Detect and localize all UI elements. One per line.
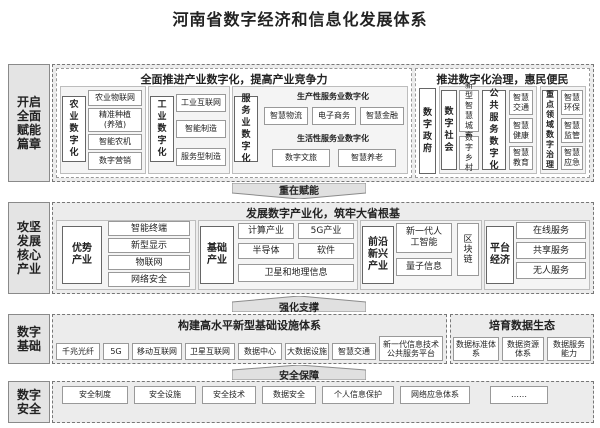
digital-government: 数字政府 [419, 88, 436, 174]
mobile-internet: 移动互联网 [132, 343, 182, 360]
data-service-capability: 数据服务能力 [547, 337, 591, 361]
industrial-internet: 工业互联网 [176, 94, 226, 112]
smart-environment: 智慧环保 [561, 90, 583, 115]
smart-terminal: 智能终端 [108, 221, 190, 236]
industry-digitalization: 工业数字化 [150, 96, 174, 162]
governance-heading: 推进数字化治理，惠民便民 [436, 73, 569, 86]
services-digitalization: 服务业数字化 [234, 94, 258, 164]
smart-transport-infra: 智慧交通 [332, 343, 376, 360]
digital-society: 数字社会 [441, 90, 457, 170]
data-ecosystem-heading: 培育数据生态 [489, 319, 555, 332]
5g-industry: 5G产业 [298, 223, 354, 239]
personal-info-protection: 个人信息保护 [322, 386, 394, 404]
public-services-digitalization: 公共服务数字化 [482, 89, 506, 171]
key-areas-governance: 重点领域数字治理 [542, 90, 558, 170]
frontier-emerging-industry: 前沿新兴产业 [362, 226, 394, 284]
shared-services: 共享服务 [516, 242, 586, 259]
layer-label-core-industry: 攻坚发展核心产业 [8, 202, 50, 294]
service-manufacturing: 服务型制造 [176, 148, 226, 166]
network-emergency-system: 网络应急体系 [400, 386, 470, 404]
quantum-information: 量子信息 [396, 258, 452, 276]
internet-of-things: 物联网 [108, 255, 190, 270]
data-security: 数据安全 [262, 386, 316, 404]
network-security: 网络安全 [108, 272, 190, 287]
smart-manufacturing: 智能制造 [176, 120, 226, 138]
security-technology: 安全技术 [202, 386, 256, 404]
smart-emergency: 智慧应急 [561, 146, 583, 170]
infrastructure-heading: 构建高水平新型基础设施体系 [178, 319, 321, 332]
security-system: 安全制度 [62, 386, 128, 404]
next-gen-ai: 新一代人工智能 [396, 223, 452, 253]
arrow-strengthen-support: 强化支撑 [232, 296, 366, 314]
big-data-facilities: 大数据设施 [285, 343, 329, 360]
digital-village: 数字乡村 [459, 133, 479, 172]
data-resource-system: 数据资源体系 [502, 337, 544, 361]
layer-label-digital-security: 数字安全 [8, 381, 50, 423]
smart-finance: 智慧金融 [360, 107, 404, 125]
advantage-industry: 优势产业 [62, 226, 102, 284]
smart-elderly-care: 智慧养老 [338, 149, 396, 167]
core-industry-heading: 发展数字产业化，筑牢大省根基 [246, 207, 400, 220]
smart-transport: 智慧交通 [509, 90, 533, 115]
agriculture-digitalization: 农业数字化 [62, 96, 86, 162]
satellite-internet: 卫星互联网 [185, 343, 235, 360]
new-smart-city: 新型智慧城市 [459, 81, 479, 140]
platform-economy: 平台经济 [486, 226, 514, 284]
more-ellipsis: …… [490, 386, 548, 404]
industry-digitalization-heading: 全面推进产业数字化，提高产业竞争力 [140, 73, 328, 86]
layer-label-digital-foundation: 数字基础 [8, 314, 50, 364]
agri-digital-marketing: 数字营销 [88, 152, 142, 170]
smart-supervision: 智慧监管 [561, 118, 583, 143]
productive-services-title: 生产性服务业数字化 [297, 92, 369, 101]
smart-logistics: 智慧物流 [264, 107, 308, 125]
software: 软件 [298, 243, 354, 259]
e-commerce: 电子商务 [312, 107, 356, 125]
page-title: 河南省数字经济和信息化发展体系 [172, 10, 428, 29]
data-center: 数据中心 [238, 343, 282, 360]
blockchain: 区块链 [457, 223, 479, 276]
smart-education: 智慧教育 [509, 146, 533, 170]
online-services: 在线服务 [516, 222, 586, 239]
consumer-services-title: 生活性服务业数字化 [297, 134, 369, 143]
new-display: 新型显示 [108, 238, 190, 253]
agri-smart-machinery: 智能农机 [88, 134, 142, 150]
computing-industry: 计算产业 [238, 223, 294, 239]
semiconductor: 半导体 [238, 243, 294, 259]
satellite-geoinformation: 卫星和地理信息 [238, 264, 354, 282]
basic-industry: 基础产业 [200, 226, 234, 284]
layer-label-empowerment: 开启全面赋能篇章 [8, 64, 50, 182]
gigabit-fiber: 千兆光纤 [56, 343, 100, 360]
5g-network: 5G [103, 343, 129, 360]
security-facilities: 安全设施 [134, 386, 196, 404]
digital-culture-tourism: 数字文旅 [272, 149, 330, 167]
arrow-empowerment: 重在赋能 [232, 183, 366, 199]
agri-precision-planting: 精准种植(养殖) [88, 108, 142, 132]
public-service-platform: 新一代信息技术公共服务平台 [379, 336, 443, 361]
arrow-security-guarantee: 安全保障 [232, 365, 366, 382]
smart-health: 智慧健康 [509, 118, 533, 143]
agri-iot: 农业物联网 [88, 90, 142, 106]
unmanned-services: 无人服务 [516, 262, 586, 279]
data-standard-system: 数据标准体系 [453, 337, 499, 361]
